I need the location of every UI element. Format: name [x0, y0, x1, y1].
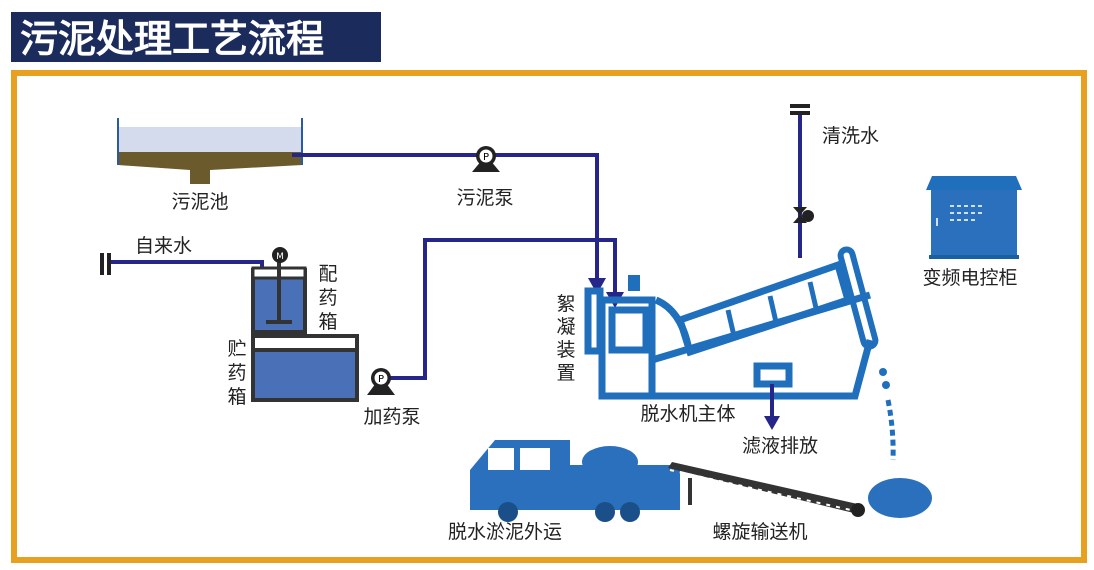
flocculation-label: 絮 凝 装 置 [556, 293, 575, 384]
svg-text:贮: 贮 [227, 338, 246, 360]
svg-text:箱: 箱 [318, 311, 337, 333]
filtrate-discharge-label: 滤液排放 [742, 435, 818, 457]
svg-text:P: P [378, 374, 384, 385]
dosing-pump-icon: P [367, 368, 395, 395]
svg-text:置: 置 [556, 362, 575, 384]
wash-water-inlet-icon [790, 104, 810, 115]
svg-text:凝: 凝 [556, 316, 575, 338]
tap-water-inlet-icon [100, 253, 111, 275]
svg-text:装: 装 [556, 339, 575, 361]
arrow-icon [588, 278, 606, 294]
sludge-tank [117, 118, 303, 184]
title-banner [11, 12, 381, 62]
dewatering-machine [650, 246, 896, 461]
sludge-pile [868, 478, 932, 518]
storage-tank-label: 贮 药 箱 [227, 338, 246, 408]
motor-icon: M [272, 247, 288, 263]
sludge-transport-label: 脱水淤泥外运 [448, 521, 562, 543]
valve-icon [793, 207, 814, 223]
dosing-pump-label: 加药泵 [363, 406, 420, 428]
screw-conveyor-icon [668, 462, 865, 517]
sludge-tank-label: 污泥池 [171, 191, 228, 213]
dewatering-body-label: 脱水机主体 [640, 403, 735, 425]
truck-icon [470, 440, 680, 522]
mixing-tank-label: 配 药 箱 [318, 263, 337, 333]
svg-text:药: 药 [318, 287, 337, 309]
sludge-pipe [292, 153, 599, 280]
svg-text:P: P [483, 152, 489, 163]
diagram-frame [11, 70, 1087, 563]
tap-water-label: 自来水 [135, 235, 192, 257]
svg-text:M: M [276, 252, 284, 262]
dosing-pipe [390, 238, 617, 380]
control-cabinet-label: 变频电控柜 [922, 267, 1017, 289]
flocculation-device [584, 275, 656, 400]
sludge-pump-icon: P [472, 146, 500, 172]
sludge-pump-label: 污泥泵 [456, 187, 513, 209]
mixing-tank [251, 262, 307, 334]
svg-text:箱: 箱 [227, 386, 246, 408]
screw-conveyor-label: 螺旋输送机 [712, 521, 807, 543]
control-cabinet-icon [926, 176, 1022, 259]
svg-text:絮: 絮 [556, 293, 575, 315]
storage-tank [251, 334, 359, 402]
svg-text:配: 配 [318, 263, 337, 285]
page-title: 污泥处理工艺流程 [20, 17, 324, 61]
arrow-icon [764, 416, 780, 430]
tap-water-pipe [111, 260, 264, 278]
svg-text:药: 药 [227, 362, 246, 384]
filtrate-outlet [753, 362, 793, 388]
wash-water-label: 清洗水 [822, 125, 879, 147]
